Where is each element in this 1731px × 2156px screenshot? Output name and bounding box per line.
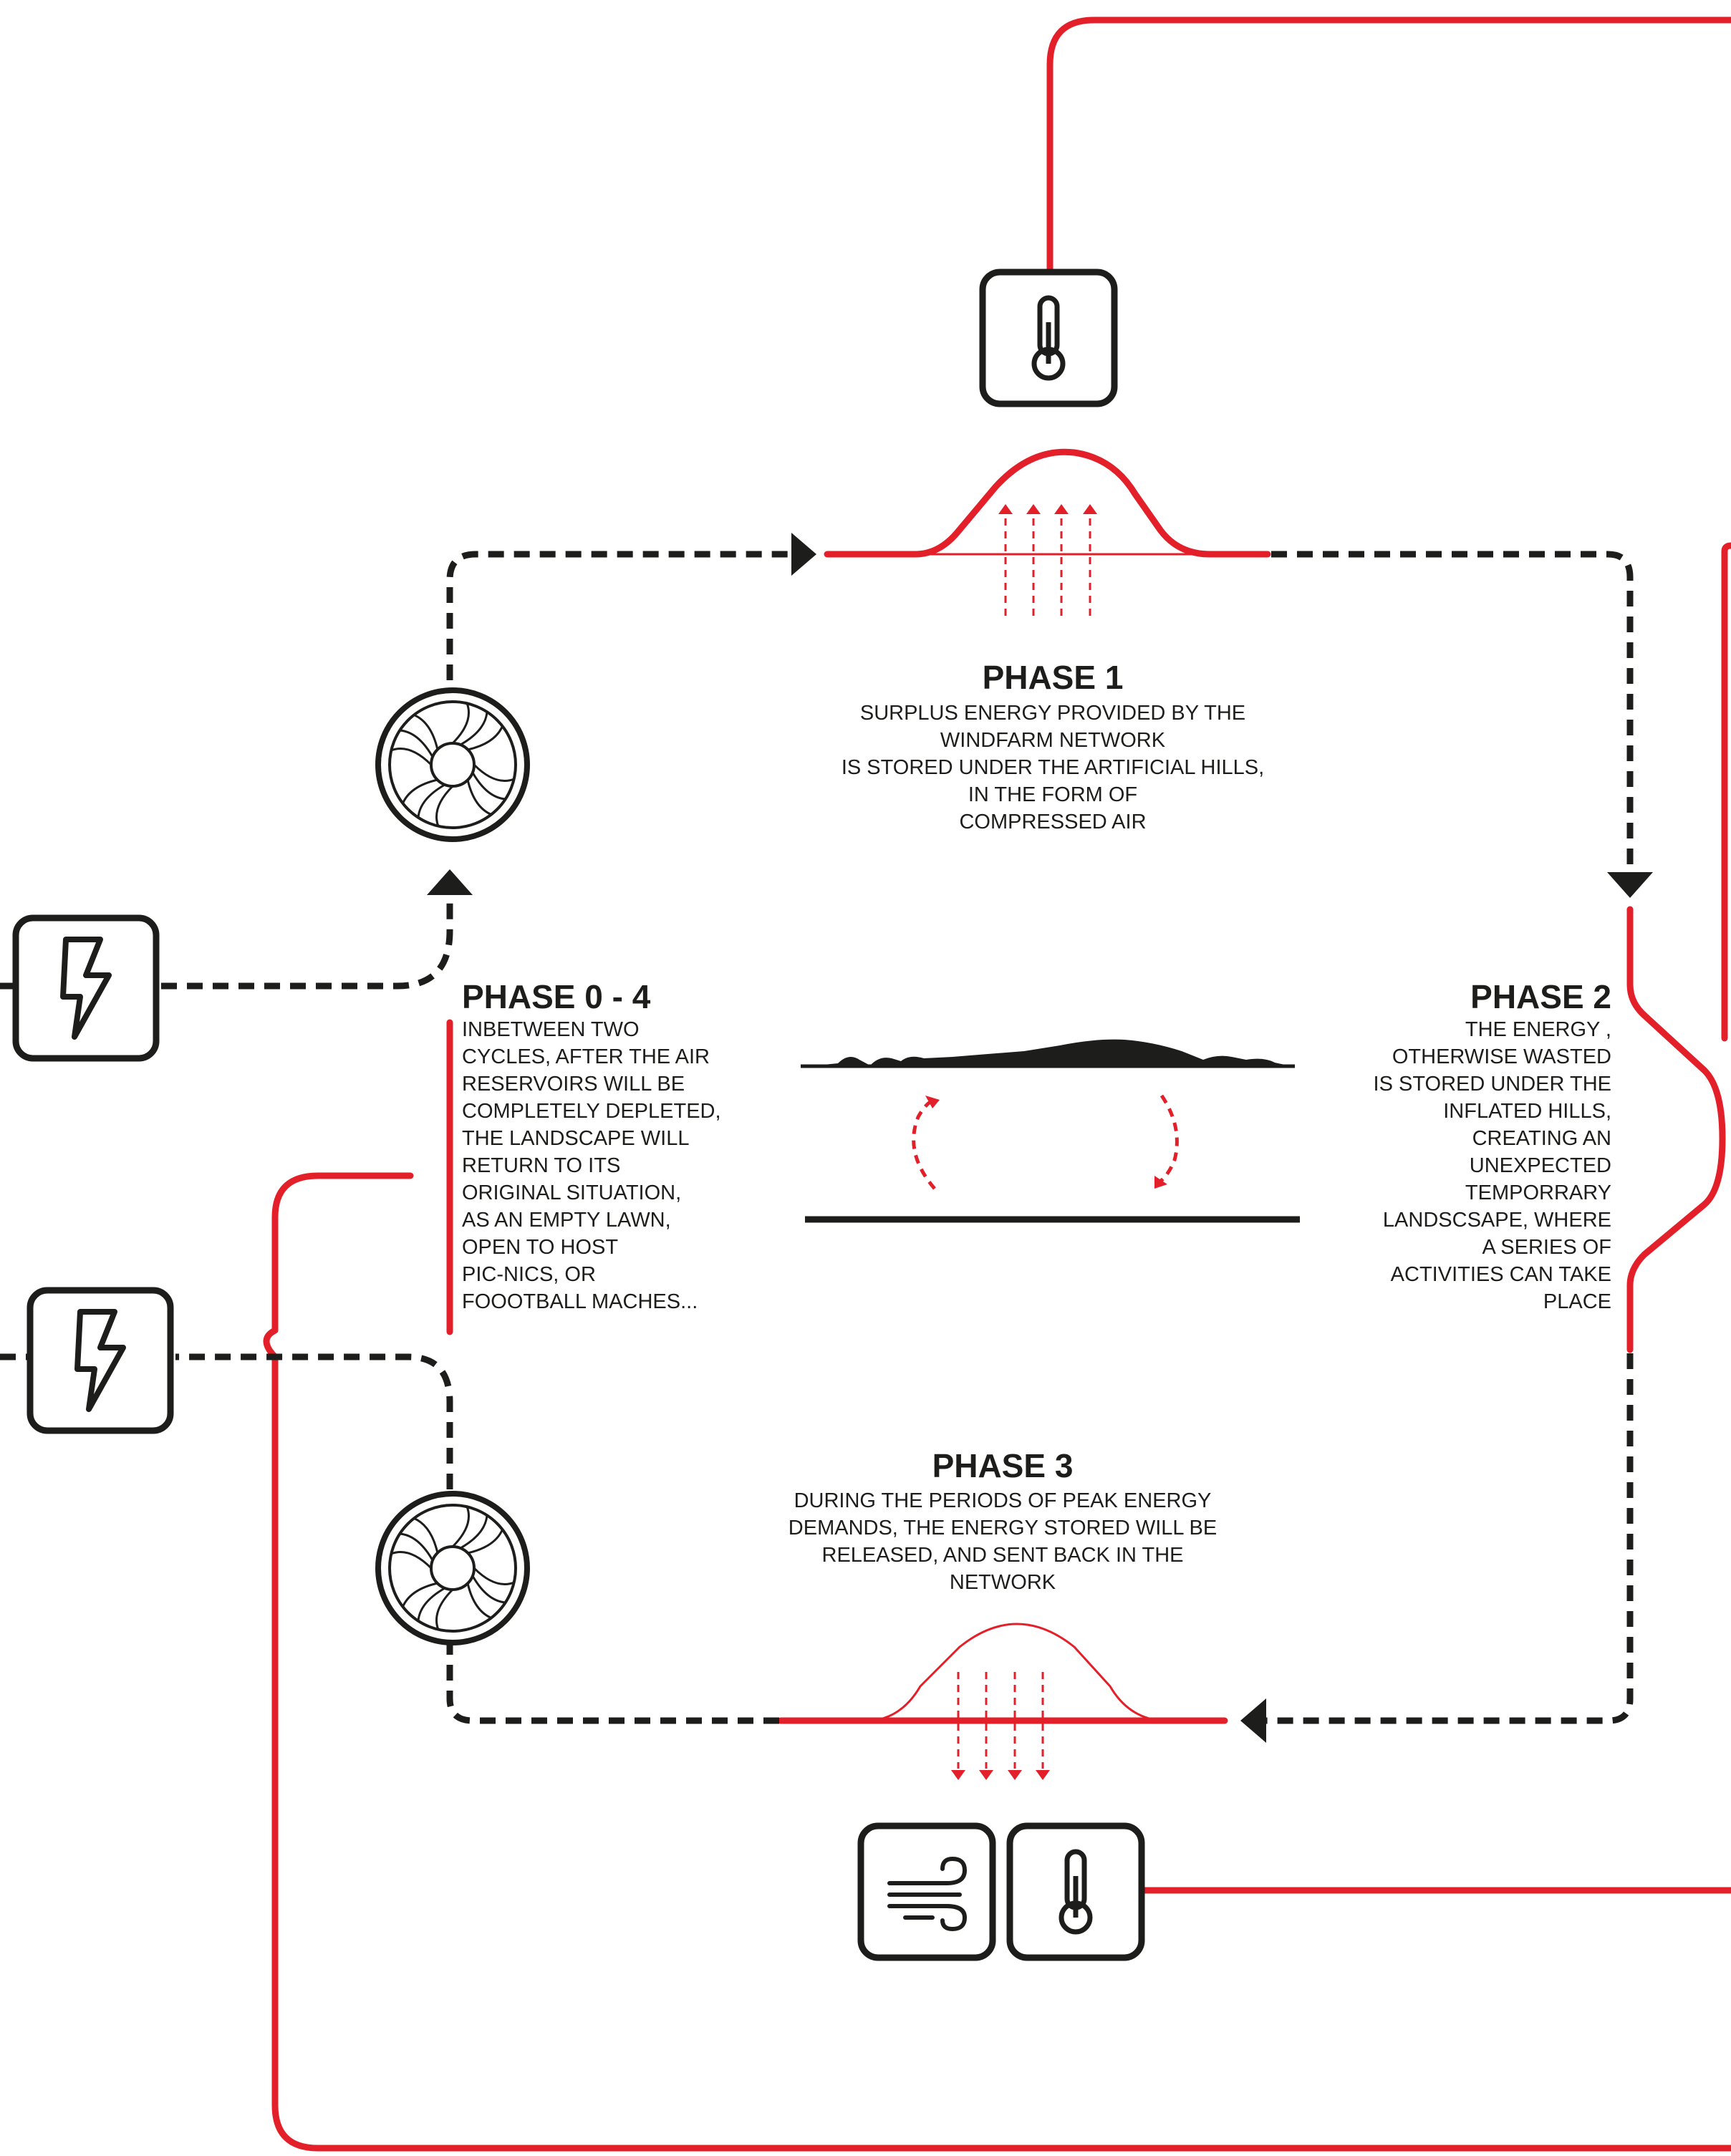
phase04-line: AS AN EMPTY LAWN, xyxy=(462,1209,671,1232)
phase04-title: PHASE 0 - 4 xyxy=(462,978,651,1015)
thermometer-icon xyxy=(979,269,1118,407)
flow-arrowheads xyxy=(427,533,1653,1743)
phase1-air-arrows xyxy=(1004,514,1091,616)
phase3-line: RELEASED, AND SENT BACK IN THE xyxy=(822,1544,1184,1567)
phase2-line: ACTIVITIES CAN TAKE xyxy=(1391,1263,1611,1286)
thermometer-icon xyxy=(1006,1822,1145,1961)
phase04-line: INBETWEEN TWO xyxy=(462,1018,640,1041)
lightning-icon xyxy=(12,914,160,1062)
dashed-flow-lines xyxy=(0,551,1634,1724)
phase04-line: PIC-NICS, OR xyxy=(462,1263,596,1286)
phase3-title: PHASE 3 xyxy=(932,1447,1074,1484)
arrow-up-fan xyxy=(427,869,473,895)
phase2-line: PLACE xyxy=(1543,1290,1611,1313)
flow-phase2-to-phase3 xyxy=(1260,1353,1634,1724)
phase2-line: IS STORED UNDER THE xyxy=(1374,1073,1611,1096)
phase2-line: LANDSCSAPE, WHERE xyxy=(1383,1209,1611,1232)
arrow-down-phase2 xyxy=(1607,872,1653,898)
phase2-line: OTHERWISE WASTED xyxy=(1392,1045,1611,1068)
phase3-line: NETWORK xyxy=(950,1571,1056,1594)
arrow-right-phase1 xyxy=(791,533,816,576)
phase2-line: TEMPORRARY xyxy=(1465,1181,1611,1204)
phase04-line: OPEN TO HOST xyxy=(462,1236,618,1259)
phase2-block: PHASE 2 THE ENERGY , OTHERWISE WASTED IS… xyxy=(1374,978,1611,1313)
flow-phase3-to-fan xyxy=(446,1640,779,1724)
phase1-line: IS STORED UNDER THE ARTIFICIAL HILLS, xyxy=(842,756,1264,779)
flow-phase1-to-phase2 xyxy=(1271,551,1634,875)
phase04-line: ORIGINAL SITUATION, xyxy=(462,1181,681,1204)
phase3-air-arrows xyxy=(957,1672,1044,1769)
phase04-line: FOOOTBALL MACHES... xyxy=(462,1290,698,1313)
phase2-bulge-line xyxy=(1626,906,1726,1353)
wind-icon xyxy=(857,1822,996,1961)
phase3-hill-outline xyxy=(872,1623,1161,1722)
circulation-arrow-left xyxy=(912,1099,936,1190)
phase3-line: DURING THE PERIODS OF PEAK ENERGY xyxy=(794,1489,1212,1512)
phase04-block: PHASE 0 - 4 INBETWEEN TWO CYCLES, AFTER … xyxy=(462,978,721,1313)
centre-section xyxy=(801,1039,1300,1223)
turbine-icon xyxy=(375,687,530,842)
lightning-icon xyxy=(26,1287,174,1434)
flow-lower-fan-up xyxy=(175,1353,453,1489)
right-edge-line xyxy=(1721,542,1731,1042)
phase1-line: IN THE FORM OF xyxy=(968,783,1137,806)
phase3-line: DEMANDS, THE ENERGY STORED WILL BE xyxy=(789,1517,1217,1539)
turbine-icon xyxy=(375,1491,530,1645)
phase1-ground-line xyxy=(824,448,1271,558)
circulation-arrowhead-right xyxy=(1154,1176,1167,1189)
flow-fan-to-phase1 xyxy=(446,551,795,680)
phase04-line: CYCLES, AFTER THE AIR xyxy=(462,1045,710,1068)
phase04-line: RESERVOIRS WILL BE xyxy=(462,1073,685,1096)
phase2-line: UNEXPECTED xyxy=(1470,1154,1611,1177)
circulation-arrow-right xyxy=(1159,1094,1179,1183)
phase04-line: RETURN TO ITS xyxy=(462,1154,620,1177)
circulation-arrowhead-left xyxy=(925,1096,940,1108)
phase3-air-arrowheads xyxy=(951,1770,1050,1780)
flow-lightning-to-fan xyxy=(161,895,453,990)
phase1-block: PHASE 1 SURPLUS ENERGY PROVIDED BY THE W… xyxy=(842,659,1264,833)
phase2-line: THE ENERGY , xyxy=(1465,1018,1611,1041)
phase3-block: PHASE 3 DURING THE PERIODS OF PEAK ENERG… xyxy=(789,1447,1217,1594)
landscape-silhouette xyxy=(801,1039,1295,1067)
outer-loop-line xyxy=(263,1172,1731,2152)
phase04-line: COMPLETELY DEPLETED, xyxy=(462,1100,721,1123)
top-network-line xyxy=(1046,16,1731,274)
phase04-line: THE LANDSCAPE WILL xyxy=(462,1127,689,1150)
phase2-line: A SERIES OF xyxy=(1482,1236,1612,1259)
phase2-line: INFLATED HILLS, xyxy=(1443,1100,1611,1123)
phase1-air-arrowheads xyxy=(998,504,1097,514)
phase1-line: SURPLUS ENERGY PROVIDED BY THE xyxy=(860,702,1245,725)
phase1-line: WINDFARM NETWORK xyxy=(940,729,1166,752)
phase2-line: CREATING AN xyxy=(1472,1127,1611,1150)
phase1-line: COMPRESSED AIR xyxy=(959,811,1146,833)
arrow-left-phase3 xyxy=(1240,1698,1266,1743)
phase2-title: PHASE 2 xyxy=(1470,978,1611,1015)
phase1-title: PHASE 1 xyxy=(983,659,1124,696)
red-network-lines xyxy=(263,16,1731,2152)
